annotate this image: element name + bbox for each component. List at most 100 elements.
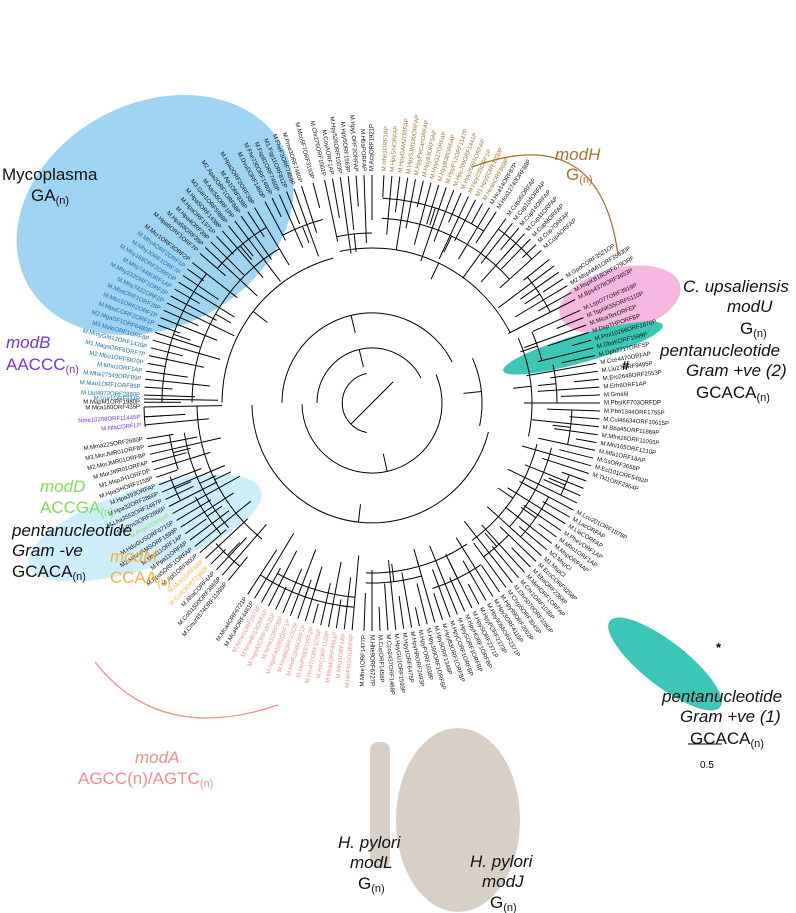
label-modB: modB AACCC(n)	[6, 333, 79, 376]
clade-arc	[527, 276, 551, 313]
root-stem	[350, 402, 373, 425]
leaf-branch	[556, 317, 584, 329]
leaf-branch	[254, 207, 290, 266]
leaf-label: M.Erh6ORF1AP	[603, 381, 647, 390]
label-modD: modD ACCGA(n)	[40, 477, 114, 519]
svg-text:modM: modM	[110, 547, 158, 566]
leaf-branch	[261, 568, 281, 603]
leaf-branch	[156, 469, 178, 478]
leaf-branch	[470, 203, 483, 224]
clade-stem	[449, 561, 458, 579]
shape-penta-gram-pos-2	[503, 321, 663, 375]
leaf-branch	[524, 324, 587, 349]
svg-text:modL: modL	[350, 853, 393, 872]
leaf-branch	[497, 265, 555, 309]
leaf-branch	[347, 176, 355, 231]
leaf-branch	[518, 526, 548, 550]
clade-stem	[301, 226, 310, 244]
svg-text:G(n): G(n)	[740, 319, 767, 340]
leaf-branch	[355, 175, 359, 207]
clade-stem	[214, 471, 232, 481]
leaf-label: M.Mha1ORF1AP	[336, 633, 348, 679]
leaf-branch	[151, 452, 187, 463]
svg-text:Gram +ve (2): Gram +ve (2)	[686, 361, 787, 380]
leaf-branch	[448, 192, 462, 223]
svg-text:CCAA(n): CCAA(n)	[110, 568, 171, 589]
leaf-branch	[432, 569, 451, 618]
clade-stem	[357, 504, 361, 523]
leaf-label: M.Mau1ORF1ORF85P	[79, 380, 140, 390]
leaf-branch	[462, 218, 507, 279]
leaf-branch	[526, 362, 597, 377]
clade-arc	[216, 226, 267, 269]
scale-bar-label: 0.5	[700, 760, 714, 771]
leaf-branch	[462, 560, 487, 601]
leaf-branch	[293, 188, 320, 257]
leaf-branch	[384, 583, 389, 631]
svg-text:C. upsaliensis: C. upsaliensis	[683, 277, 789, 296]
clade-arc	[339, 247, 511, 333]
leaf-branch	[168, 481, 218, 507]
svg-text:modD: modD	[40, 477, 85, 496]
leaf-branch	[559, 449, 594, 459]
clade-stem	[552, 424, 571, 428]
leaf-branch	[378, 606, 381, 631]
svg-text:AACCC(n): AACCC(n)	[6, 355, 79, 376]
leaf-branch	[148, 436, 198, 447]
leaf-branch	[160, 317, 218, 341]
leaf-branch	[228, 556, 248, 581]
leaf-branch	[481, 565, 500, 593]
leaf-branch	[382, 175, 385, 198]
clade-stem	[314, 572, 321, 590]
leaf-branch	[363, 592, 366, 631]
leaf-label: M.HpyShiORFAP	[390, 126, 400, 173]
leaf-branch	[429, 545, 458, 615]
leaf-branch	[521, 244, 537, 259]
clade-arc	[509, 447, 552, 528]
leaf-branch	[543, 479, 581, 497]
leaf-branch	[433, 593, 443, 620]
leaf-branch	[415, 607, 420, 627]
svg-text:modA: modA	[135, 748, 179, 767]
leaf-branch	[575, 438, 597, 444]
clade-arc	[301, 374, 443, 474]
svg-text:H. pylori: H. pylori	[338, 833, 402, 852]
svg-text:GA(n): GA(n)	[31, 186, 69, 207]
clade-stem	[429, 207, 436, 226]
label-modM: modM CCAA(n)	[110, 547, 171, 589]
leaf-label: M.PbsiKF703ORFDP	[604, 401, 661, 407]
leaf-label: M.Hhe9ORF6727P	[368, 635, 374, 686]
leaf-branch	[542, 457, 589, 474]
leaf-label: M.MapM1ORF1980P	[83, 400, 140, 406]
leaf-branch	[499, 526, 537, 562]
clade-arc	[251, 405, 489, 524]
leaf-branch	[538, 523, 557, 538]
leaf-branch	[438, 196, 469, 260]
leaf-branch	[433, 189, 455, 242]
clade-stem	[382, 453, 388, 472]
clade-arc	[221, 257, 334, 403]
branch-layer	[143, 175, 600, 631]
svg-text:modU: modU	[727, 297, 773, 316]
root-stem	[371, 381, 394, 404]
leaf-branch	[178, 281, 235, 318]
clade-stem	[463, 391, 482, 394]
leaf-branch	[351, 555, 360, 631]
leaf-branch	[335, 599, 342, 629]
leaf-branch	[523, 504, 562, 531]
clade-stem	[174, 481, 192, 490]
leaf-branch	[187, 268, 204, 282]
svg-text:modH: modH	[555, 145, 601, 164]
leaf-branch	[161, 465, 225, 493]
leaf-branch	[148, 355, 204, 368]
leaf-label: M.NlaCORFLP	[101, 423, 141, 433]
leaf-branch	[542, 278, 564, 293]
leaf-branch	[449, 577, 466, 612]
modA-bracket	[94, 661, 279, 719]
clade-stem	[206, 505, 223, 517]
leaf-branch	[416, 583, 428, 625]
leaf-branch	[222, 524, 267, 576]
clade-stem	[484, 532, 498, 547]
clade-stem	[430, 262, 440, 280]
clade-arc	[517, 337, 533, 437]
